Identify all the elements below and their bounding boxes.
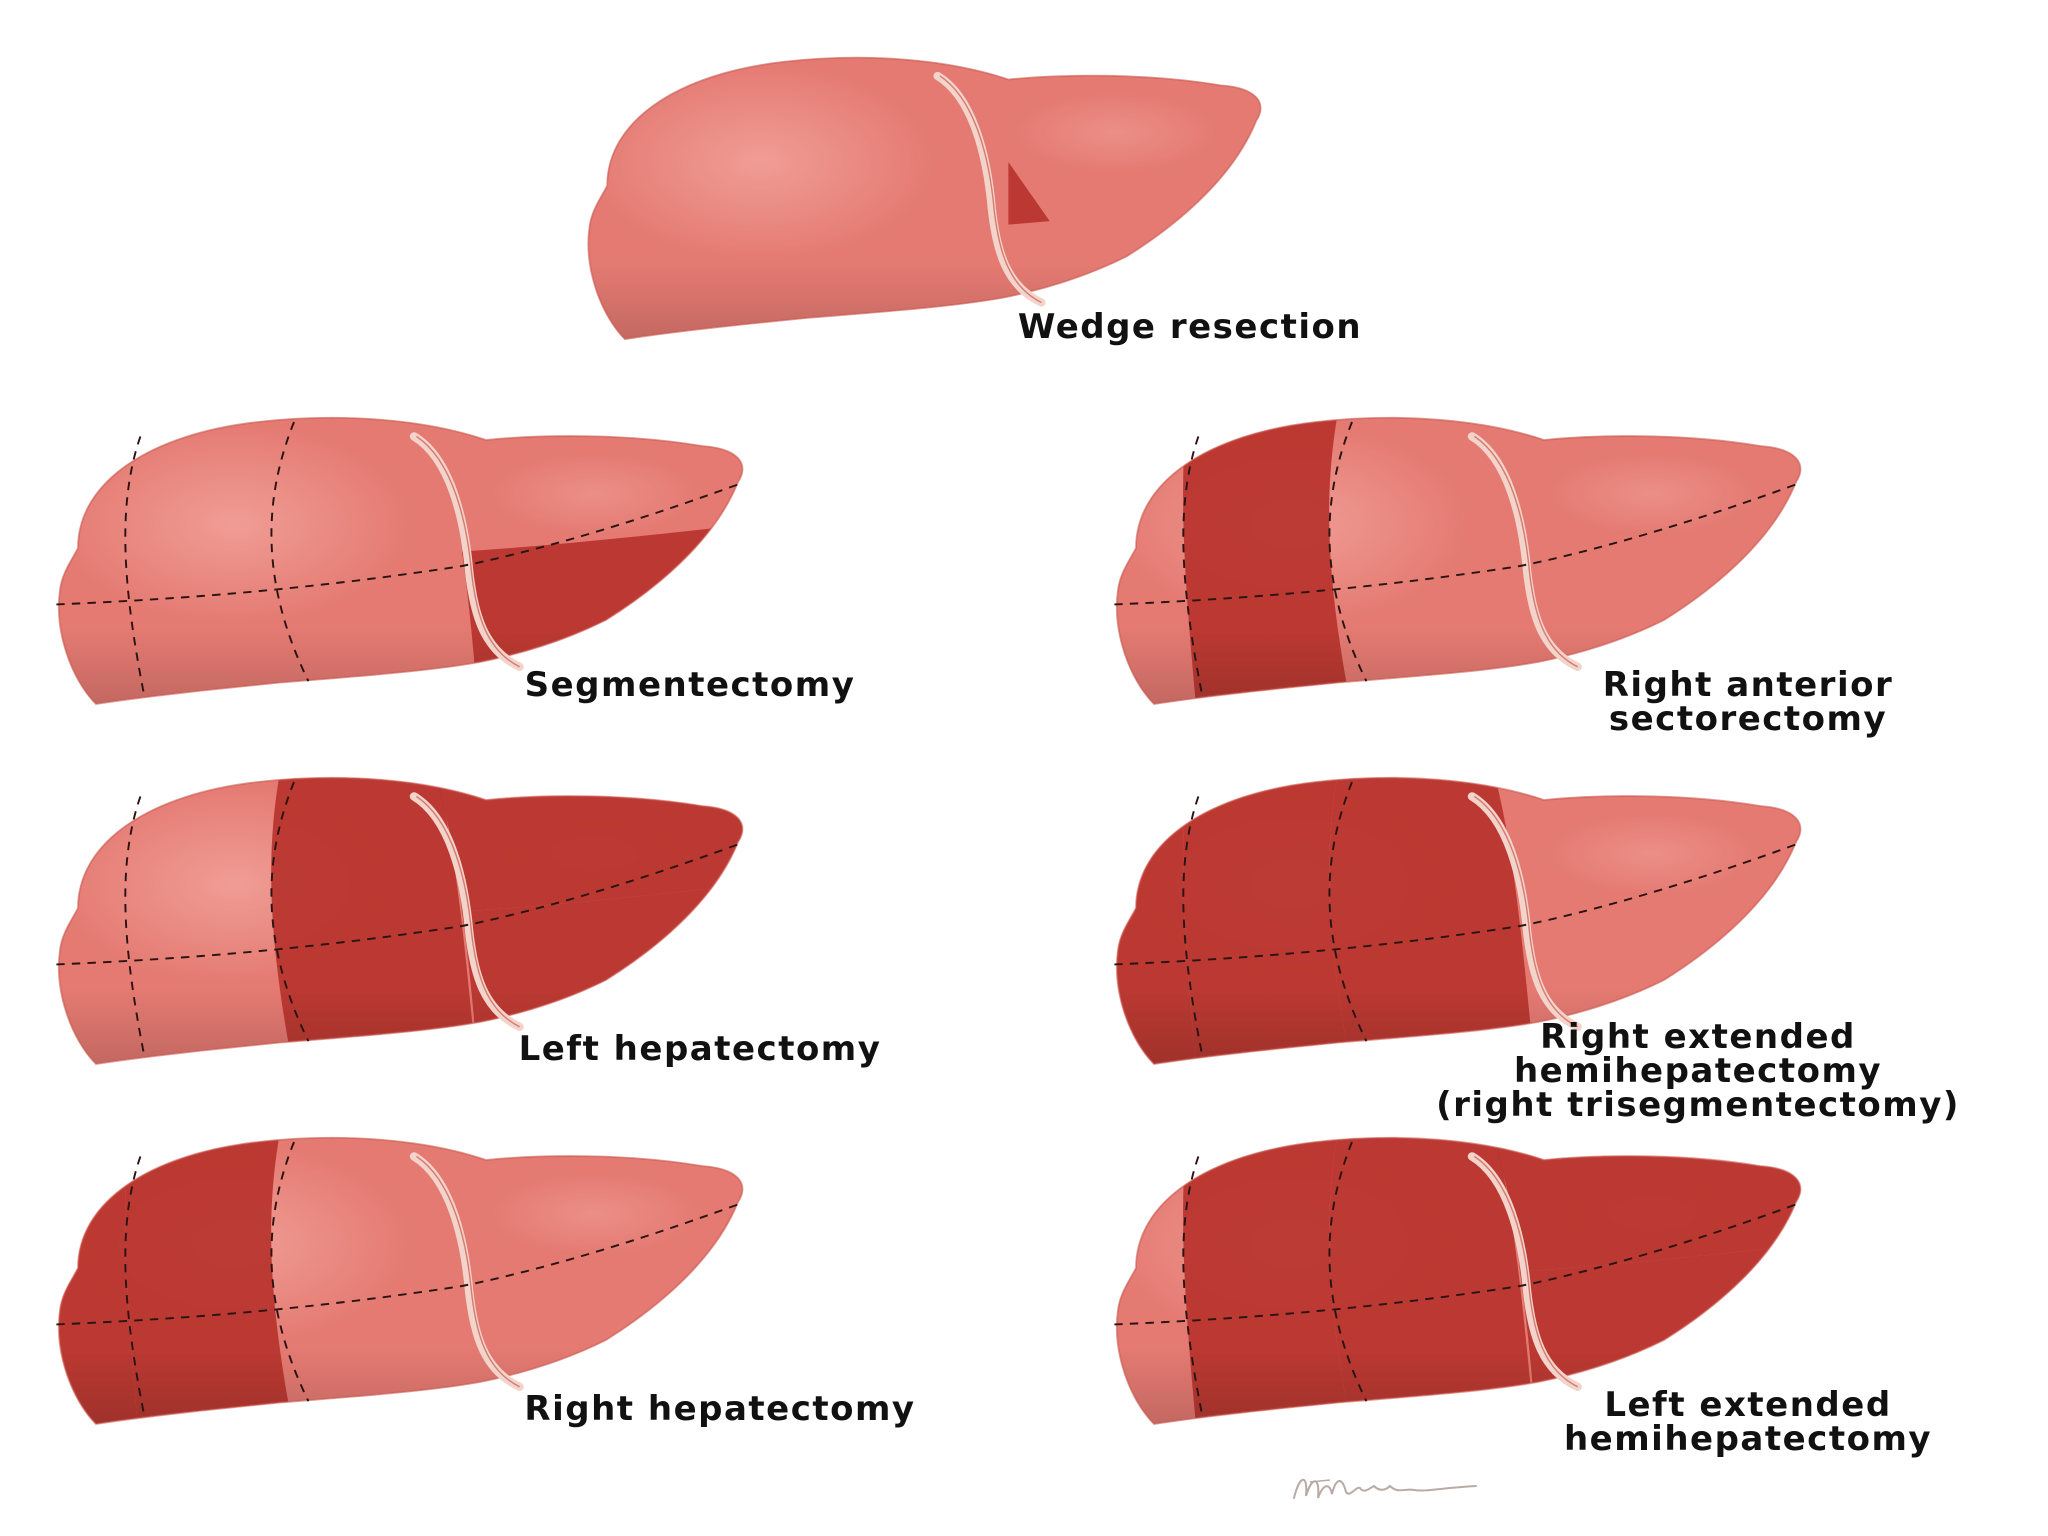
liver-outline [58, 416, 744, 705]
falciform-ligament-edge [1474, 1155, 1578, 1388]
segment-boundary-dashed-line [1182, 436, 1203, 695]
segment-boundary-dashed-line [56, 1203, 739, 1326]
procedure-label-line: Left hepatectomy [518, 1029, 882, 1069]
panel-left-hepatectomy: Left hepatectomy [30, 770, 930, 1130]
falciform-ligament [933, 71, 1046, 307]
falciform-ligament [1467, 432, 1582, 672]
segment-boundary-dashed-line [124, 436, 145, 695]
segment-boundary-dashed-line [1328, 421, 1368, 682]
liver-outline [58, 776, 744, 1065]
falciform-ligament [409, 1152, 524, 1392]
falciform-ligament [409, 792, 524, 1032]
segment-boundary-dashed-line [56, 843, 739, 966]
procedure-label-line: Wedge resection [1017, 307, 1363, 347]
procedure-label-line: hemihepatectomy [1563, 1419, 1933, 1459]
falciform-ligament [1467, 792, 1582, 1032]
liver-illustration-right-hepatectomy [56, 1136, 744, 1425]
liver-illustration-right-extended [1114, 776, 1802, 1065]
artist-signature [1293, 1478, 1477, 1499]
liver-outline [1116, 776, 1802, 1065]
falciform-ligament-edge [1474, 795, 1578, 1028]
procedure-label-line: hemihepatectomy [1513, 1051, 1883, 1091]
segment-boundary-dashed-line [1328, 781, 1368, 1042]
panel-right-hepatectomy: Right hepatectomy [30, 1130, 930, 1510]
falciform-ligament-edge [939, 75, 1042, 304]
segment-boundary-dashed-line [270, 781, 310, 1042]
procedure-label: Right hepatectomy [480, 1392, 960, 1426]
falciform-ligament-edge [1474, 435, 1578, 668]
procedure-label-line: Left extended [1604, 1385, 1892, 1425]
liver-outline [587, 56, 1262, 341]
segment-boundary-dashed-line [1182, 796, 1203, 1055]
procedure-label-line: Segmentectomy [524, 665, 856, 705]
panel-wedge-resection: Wedge resection [560, 50, 1380, 410]
segment-boundary-dashed-line [124, 1156, 145, 1415]
liver-illustration-wedge [587, 56, 1262, 341]
procedure-label-line: Right hepatectomy [524, 1389, 916, 1429]
segment-boundary-dashed-line [1328, 1141, 1368, 1402]
segment-boundary-dashed-line [270, 421, 310, 682]
procedure-label-line: sectorectomy [1608, 699, 1888, 739]
procedure-label: Segmentectomy [460, 668, 920, 702]
procedure-label-line: Right extended [1540, 1017, 1856, 1057]
liver-outline [1116, 1136, 1802, 1425]
segment-boundary-dashed-line [1114, 1203, 1797, 1326]
procedure-label: Wedge resection [960, 310, 1420, 344]
segment-boundary-dashed-line [1182, 1156, 1203, 1415]
procedure-label-line: (right trisegmentectomy) [1436, 1085, 1960, 1125]
procedure-label-line: Right anterior [1602, 665, 1894, 705]
liver-outline [58, 1136, 744, 1425]
falciform-ligament [409, 432, 524, 672]
procedure-label: Left hepatectomy [460, 1032, 940, 1066]
liver-illustration-left-hepatectomy [56, 776, 744, 1065]
falciform-ligament [1467, 1152, 1582, 1392]
falciform-ligament-edge [416, 1155, 520, 1388]
liver-illustration-left-extended [1114, 1136, 1802, 1425]
segment-boundary-dashed-line [270, 1141, 310, 1402]
segment-boundary-dashed-line [1114, 483, 1797, 606]
segment-boundary-dashed-line [1114, 843, 1797, 966]
liver-illustration-right-anterior [1114, 416, 1802, 705]
segment-boundary-dashed-line [56, 483, 739, 606]
falciform-ligament-edge [416, 795, 520, 1028]
liver-illustration-segmentectomy [56, 416, 744, 705]
panel-segmentectomy: Segmentectomy [30, 410, 930, 770]
falciform-ligament-edge [416, 435, 520, 668]
segment-boundary-dashed-line [124, 796, 145, 1055]
liver-outline [1116, 416, 1802, 705]
